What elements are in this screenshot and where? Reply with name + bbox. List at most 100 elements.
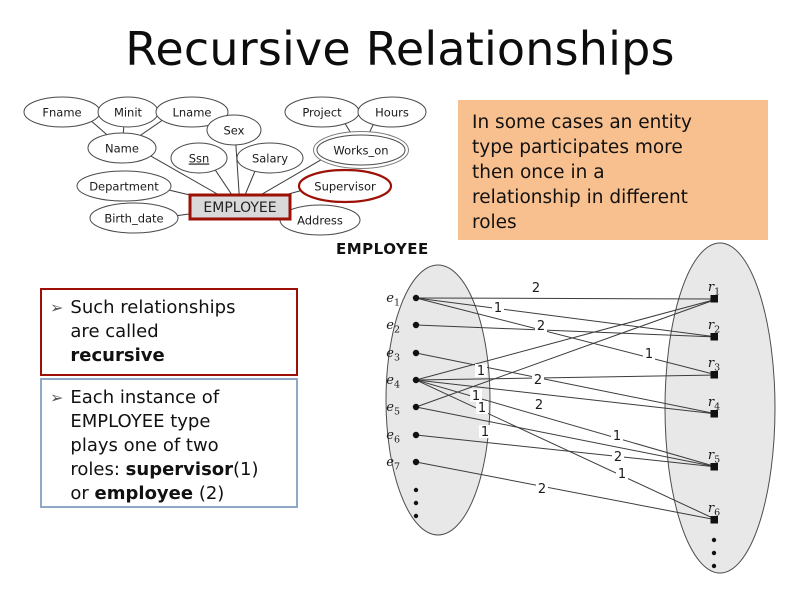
mapping-edge-role-label: 1 (494, 301, 502, 316)
callout-line: type participates more (472, 137, 683, 158)
callout-line: roles (472, 212, 517, 233)
label-backdrop (530, 281, 542, 294)
mapping-edge (415, 379, 718, 468)
mapping-edge-role-label: 2 (537, 319, 545, 334)
roles-line-5-bold: employee (94, 483, 194, 504)
er-attribute-label: Hours (375, 106, 409, 120)
roles-line-2: EMPLOYEE type (70, 411, 211, 432)
mapping-edge-role-label: 1 (645, 347, 653, 362)
mapping-edge-role-label: 1 (481, 425, 489, 440)
roles-line-4-prefix: roles: (70, 459, 126, 480)
roles-line-1: Each instance of (70, 387, 220, 408)
er-attribute-salary[interactable]: Salary (236, 142, 304, 174)
er-attribute-birth_date[interactable]: Birth_date (89, 202, 179, 234)
label-backdrop (643, 347, 655, 360)
callout-line: In some cases an entity (472, 112, 692, 133)
er-attribute-label: Minit (114, 106, 143, 120)
mapping-left-ellipsis-dot (413, 500, 419, 506)
recursive-line-3: recursive (70, 345, 165, 366)
er-attribute-ellipse (297, 168, 393, 204)
er-attribute-project[interactable]: Project (284, 96, 360, 128)
mapping-left-ellipsis-dot (413, 513, 419, 519)
mapping-right-ellipsis-dot (711, 563, 717, 569)
er-attribute-ellipse (155, 96, 229, 128)
label-backdrop (492, 301, 504, 314)
label-backdrop (535, 319, 547, 332)
arrow-bullet-icon: ➢ (50, 388, 64, 407)
er-attribute-label: Supervisor (314, 180, 376, 194)
er-attribute-minit[interactable]: Minit (97, 96, 159, 128)
mapping-edge (415, 374, 718, 381)
mapping-node-dot (412, 431, 420, 439)
mapping-edge (415, 297, 718, 300)
mapping-edge-role-label: 2 (532, 281, 540, 296)
er-attribute-works_on[interactable]: Works_on (313, 131, 409, 169)
roles-line-4-bold: supervisor (125, 459, 234, 480)
er-attribute-supervisor[interactable]: Supervisor (297, 168, 393, 204)
mapping-edge (415, 298, 718, 381)
label-backdrop (536, 482, 548, 495)
mapping-edge (415, 297, 718, 338)
er-attribute-department[interactable]: Department (76, 170, 172, 202)
mapping-node-square (710, 371, 718, 379)
mapping-edge (415, 297, 718, 376)
mapping-edge (415, 406, 718, 468)
mapping-edge-role-label: 1 (478, 401, 486, 416)
callout-box: In some cases an entity type participate… (458, 100, 768, 240)
mapping-right-ellipsis-dot (711, 550, 717, 556)
er-attribute-label: Sex (224, 124, 245, 138)
recursive-line-2: are called (70, 321, 159, 342)
er-attribute-hours[interactable]: Hours (357, 96, 427, 128)
label-backdrop (616, 467, 628, 480)
mapping-edge-role-label: 1 (613, 429, 621, 444)
roles-line-5-tail: (2) (193, 483, 225, 504)
er-attribute-label: Name (105, 142, 139, 156)
textbox-roles: ➢ Each instance of EMPLOYEE type plays o… (40, 378, 298, 508)
mapping-node-dot (412, 294, 420, 302)
mapping-edge-role-label: 1 (618, 467, 626, 482)
mapping-node-square (710, 410, 718, 418)
er-attribute-lname[interactable]: Lname (155, 96, 229, 128)
mapping-set-ellipses (385, 242, 776, 574)
mapping-node-dot (412, 458, 420, 466)
mapping-node-label: e1 (386, 291, 400, 309)
er-entity-employee[interactable]: EMPLOYEE (188, 193, 292, 221)
er-attribute-label: Department (89, 180, 159, 194)
mapping-node-dot (412, 376, 420, 384)
mapping-edge (415, 461, 718, 521)
callout-line: relationship in different (472, 187, 688, 208)
bullet-row: ➢ Such relationships are called recursiv… (50, 296, 288, 368)
er-attribute-ellipse (236, 142, 304, 174)
er-attribute-ellipse (76, 170, 172, 202)
arrow-bullet-icon: ➢ (50, 298, 64, 317)
er-attribute-sex[interactable]: Sex (206, 114, 262, 146)
er-attribute-name[interactable]: Name (87, 132, 157, 164)
er-attribute-fname[interactable]: Fname (23, 96, 101, 128)
er-attribute-ellipse (170, 142, 228, 174)
mapping-edge (415, 324, 718, 338)
page-title: Recursive Relationships (125, 22, 675, 76)
label-backdrop (611, 429, 623, 442)
er-attribute-ellipse (316, 134, 406, 166)
roles-line-5-prefix: or (70, 483, 95, 504)
er-attribute-address[interactable]: Address (279, 204, 361, 236)
mapping-node-square (710, 463, 718, 471)
callout-line: then once in a (472, 162, 605, 183)
label-backdrop (533, 398, 545, 411)
er-attribute-label: Ssn (189, 152, 210, 166)
mapping-edge (415, 298, 718, 408)
mapping-edge (415, 434, 718, 468)
er-attribute-ssn[interactable]: Ssn (170, 142, 228, 174)
textbox-recursive: ➢ Such relationships are called recursiv… (40, 288, 298, 376)
mapping-node-square (710, 516, 718, 524)
label-backdrop (475, 364, 487, 377)
label-backdrop (479, 425, 491, 438)
er-attribute-ellipse (89, 202, 179, 234)
